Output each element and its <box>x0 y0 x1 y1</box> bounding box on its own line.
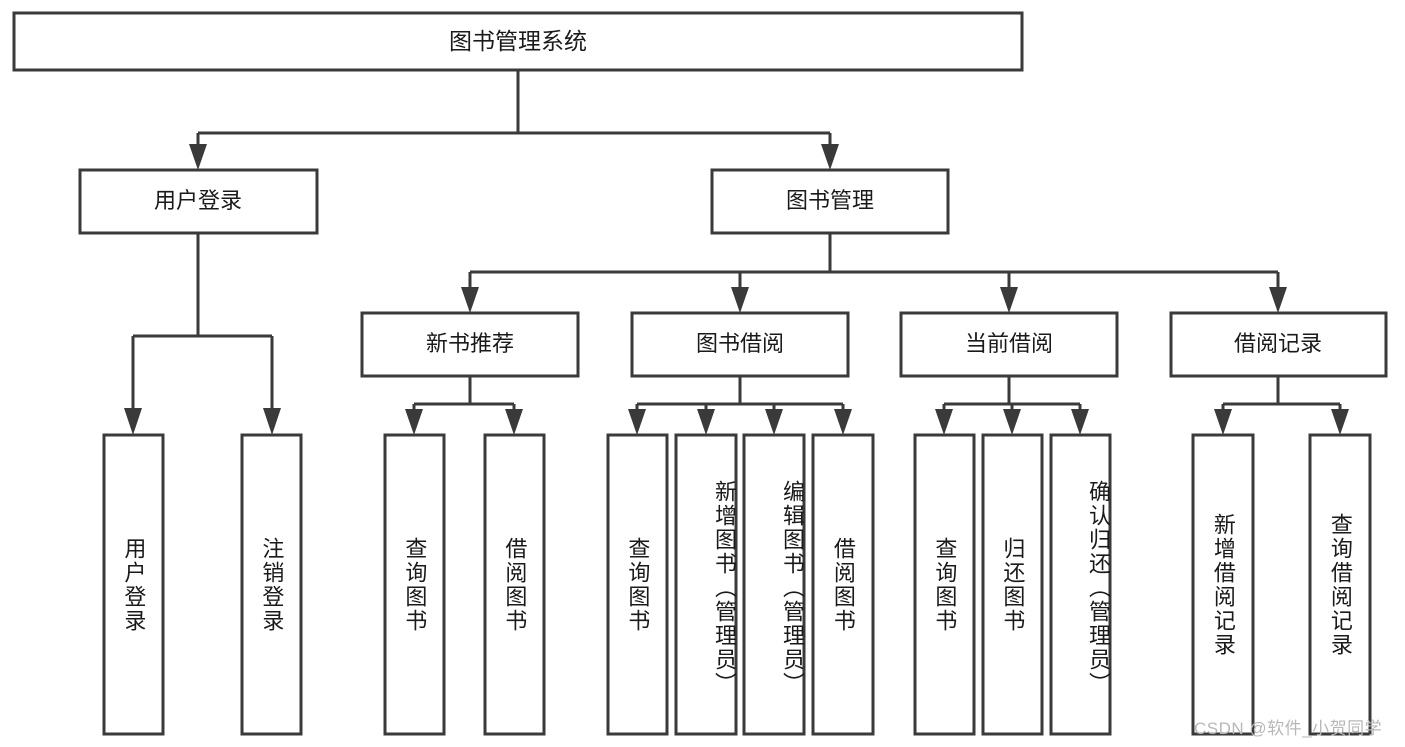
node-book-borrow-label: 图书借阅 <box>696 331 784 356</box>
arrow-head-current-borrow <box>1000 287 1018 313</box>
arrow-head-leaf-edit-book <box>765 409 783 435</box>
node-leaf-add-record[interactable] <box>1191 433 1255 736</box>
node-current-borrow[interactable]: 当前借阅 <box>899 311 1119 378</box>
node-leaf-borrow-book-2[interactable] <box>811 433 875 736</box>
arrow-head-leaf-borrow-book-1 <box>505 409 523 435</box>
node-leaf-borrow-book-1[interactable] <box>483 433 546 736</box>
arrow-head-leaf-logout <box>263 408 281 435</box>
node-root[interactable]: 图书管理系统 <box>12 11 1024 72</box>
node-borrow-record-label: 借阅记录 <box>1234 331 1322 356</box>
node-leaf-edit-book[interactable] <box>742 433 806 736</box>
connector-layer <box>124 70 1349 435</box>
node-leaf-query-book-2[interactable] <box>606 433 669 736</box>
arrow-head-leaf-return-book <box>1003 409 1021 435</box>
arrow-head-new-book-rec <box>461 287 479 313</box>
arrow-head-leaf-query-book-3 <box>935 409 953 435</box>
arrow-head-leaf-query-book-1 <box>405 409 423 435</box>
node-current-borrow-label: 当前借阅 <box>965 331 1053 356</box>
node-leaf-confirm-return[interactable] <box>1049 433 1112 736</box>
arrow-head-leaf-query-record <box>1331 409 1349 435</box>
node-new-book-rec-label: 新书推荐 <box>426 331 514 356</box>
node-leaf-query-book-3[interactable] <box>913 433 976 736</box>
node-leaf-return-book[interactable] <box>981 433 1044 736</box>
node-user-login[interactable]: 用户登录 <box>78 168 319 235</box>
node-layer: 图书管理系统 用户登录 图书管理 新书推荐 图书借阅 当前 <box>12 11 1388 736</box>
node-leaf-add-book[interactable] <box>674 433 738 736</box>
node-book-borrow[interactable]: 图书借阅 <box>630 311 850 378</box>
arrow-head-leaf-add-book <box>697 409 715 435</box>
node-new-book-rec[interactable]: 新书推荐 <box>360 311 580 378</box>
watermark: CSDN @软件_小贺同学 <box>1194 719 1383 738</box>
node-root-label: 图书管理系统 <box>449 28 587 54</box>
arrow-head-leaf-confirm-return <box>1071 409 1089 435</box>
node-borrow-record[interactable]: 借阅记录 <box>1169 311 1388 378</box>
node-user-login-label: 用户登录 <box>154 188 242 213</box>
node-book-manage[interactable]: 图书管理 <box>710 168 950 235</box>
arrow-head-book-manage <box>821 144 839 170</box>
node-leaf-logout[interactable] <box>240 433 303 736</box>
arrow-head-book-borrow <box>731 287 749 313</box>
arrow-head-borrow-record <box>1269 287 1287 313</box>
arrow-head-leaf-user-login <box>124 408 142 435</box>
node-leaf-user-login[interactable] <box>102 433 165 736</box>
node-book-manage-label: 图书管理 <box>786 188 874 213</box>
arrow-head-leaf-query-book-2 <box>628 409 646 435</box>
arrow-head-leaf-add-record <box>1214 409 1232 435</box>
arrow-head-user-login <box>189 144 207 170</box>
node-leaf-query-book-1[interactable] <box>383 433 446 736</box>
arrow-head-leaf-borrow-book-2 <box>834 409 852 435</box>
node-leaf-query-record[interactable] <box>1308 433 1372 736</box>
